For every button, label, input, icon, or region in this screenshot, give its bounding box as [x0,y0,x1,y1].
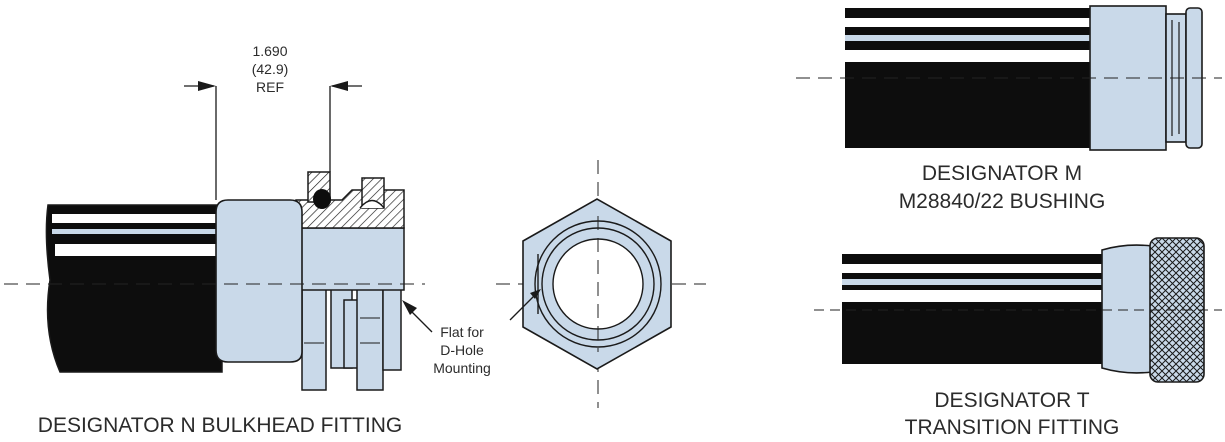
coupling-nut [215,199,303,363]
groove [359,199,385,209]
transition-collar [1101,244,1153,374]
caption-t-line-2: TRANSITION FITTING [905,416,1120,439]
dimension-mm: (42.9) [252,61,289,77]
callout-line-1: Flat for [440,324,484,340]
dim-arrowhead-right [330,81,348,91]
hose-m [845,8,1090,148]
caption-m-line-1: DESIGNATOR M [922,162,1082,185]
shell-body [295,227,405,291]
bushing-drawing: DESIGNATOR M M28840/22 BUSHING [796,5,1222,213]
hose-stripe-m-1 [845,18,1090,27]
callout-line-3: Mounting [433,360,491,376]
transition-fitting-drawing: DESIGNATOR T TRANSITION FITTING [814,237,1222,439]
hose-stripe-m-3 [845,50,1090,62]
caption-t-line-1: DESIGNATOR T [934,389,1089,412]
caption-m-line-2: M28840/22 BUSHING [899,190,1106,213]
hose-stripe-m-2 [845,35,1090,41]
callout-line-2: D-Hole [440,342,484,358]
callout-arrowhead [402,300,417,315]
dim-arrowhead-left [198,81,216,91]
hex-arrowhead [530,289,541,299]
o-ring [313,189,331,209]
caption-n: DESIGNATOR N BULKHEAD FITTING [38,414,402,437]
dimension-ref: REF [256,79,284,95]
hose-stripe-n-3 [55,244,222,256]
hose-stripe-t-3 [842,290,1102,302]
hose-stripe-t-2 [842,279,1102,285]
hose-stripe-n-1 [52,214,222,223]
tab-right [356,287,384,391]
hex-end-view [496,160,706,408]
tab-left [301,287,327,391]
bulkhead-fitting-drawing: 1.690 (42.9) REF Flat for D-Hole Mountin… [4,43,491,437]
hose-stripe-n-2 [52,229,222,234]
dimension-inches: 1.690 [252,43,287,59]
hose-stripe-t-1 [842,264,1102,273]
hex-leader [509,293,537,321]
flat-tab [382,287,402,371]
